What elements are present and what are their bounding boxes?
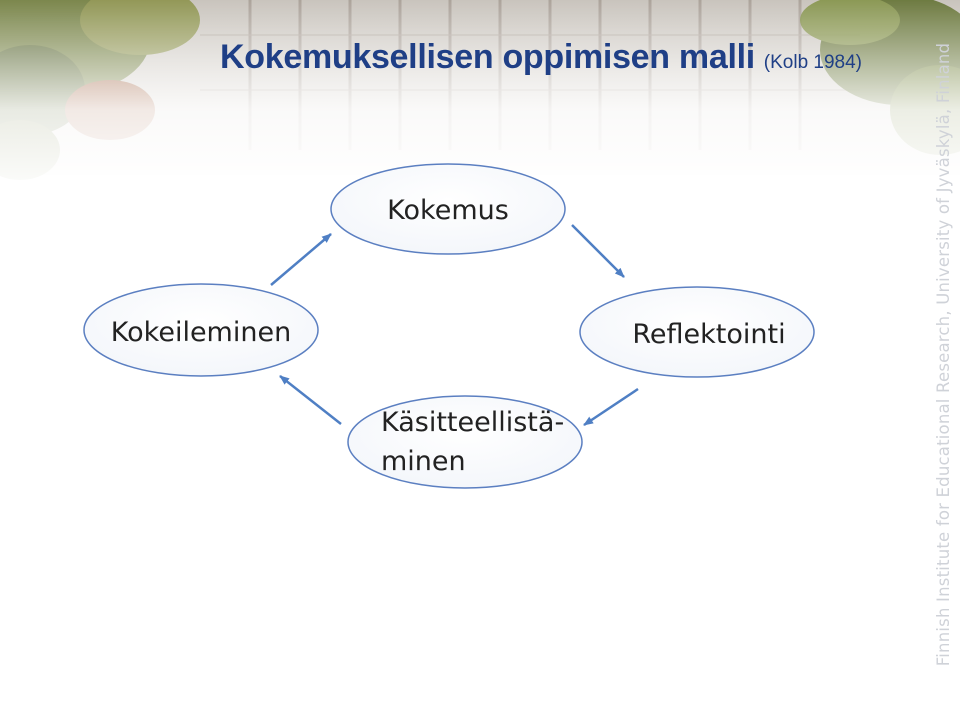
node-kasitteellistaminen-label-line1: Käsitteellistä- [381,407,564,438]
node-kokeileminen-shape [83,283,319,377]
node-kasitteellistaminen: Käsitteellistä- minen [347,395,583,489]
arrow-kokeileminen-to-kokemus [270,233,332,286]
arrow-reflektointi-to-kasitteellistaminen [583,387,639,427]
title-main: Kokemuksellisen oppimisen malli [220,38,755,76]
node-kasitteellistaminen-label-line2: minen [381,446,466,477]
node-kokemus-shape [330,163,566,255]
node-reflektointi: Reflektointi [579,286,815,378]
node-kokemus: Kokemus [330,163,566,255]
arrow-kasitteellistaminen-to-kokeileminen [279,375,342,425]
institution-side-text: Finnish Institute for Educational Resear… [934,42,953,667]
node-kasitteellistaminen-shape [347,395,583,489]
node-kokeileminen-label: Kokeileminen [111,317,291,348]
arrow-kokemus-to-reflektointi [571,224,625,278]
node-kokeileminen: Kokeileminen [83,283,319,377]
slide-title: Kokemuksellisen oppimisen malli (Kolb 19… [220,38,862,77]
node-reflektointi-shape [579,286,815,378]
title-reference: (Kolb 1984) [763,52,863,73]
node-reflektointi-label: Reflektointi [632,319,785,350]
node-kokemus-label: Kokemus [387,195,509,226]
